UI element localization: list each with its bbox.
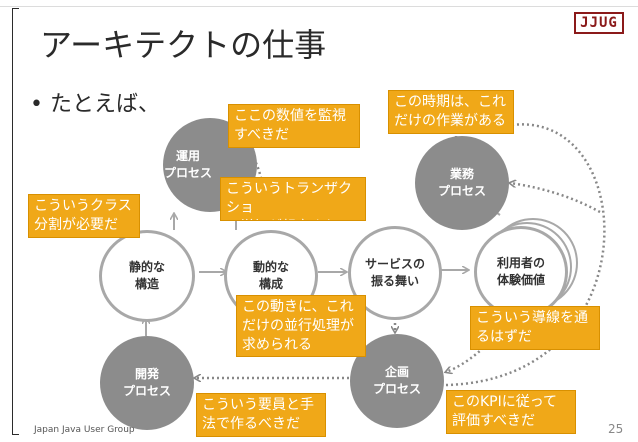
slide-title: アーキテクトの仕事 — [40, 26, 327, 64]
left-bracket — [12, 8, 19, 435]
arrow-loop-to-business — [445, 123, 606, 387]
bullet-text: • たとえば、 — [30, 92, 160, 117]
callout-transactions: こういうトランザクショ ン増加が想定される — [220, 177, 366, 221]
node-label: 開発 プロセス — [122, 367, 171, 398]
node-label: 業務 プロセス — [437, 167, 486, 198]
callout-class-split: こういうクラス 分割が必要だ — [28, 194, 140, 238]
footer-text: Japan Java User Group — [34, 425, 135, 435]
callout-timing: この時期は、これ だけの作業がある — [388, 90, 514, 134]
node-development: 開発 プロセス — [100, 336, 194, 430]
callout-kpi: このKPIに従って 評価すべきだ — [446, 390, 576, 434]
top-divider — [0, 6, 638, 7]
jjug-logo: JJUG — [574, 12, 624, 34]
node-label: 企画 プロセス — [372, 365, 421, 396]
node-business: 業務 プロセス — [415, 136, 509, 230]
node-label: 静的な 構造 — [128, 260, 165, 291]
node-label: 運用 プロセス — [163, 149, 212, 180]
callout-monitor: ここの数値を監視 すべきだ — [228, 104, 360, 148]
node-label: 動的な 構成 — [252, 260, 289, 291]
node-label: サービスの 振る舞い — [364, 257, 425, 288]
arrow-arc-to-business — [510, 183, 601, 214]
callout-parallel: この動きに、これ だけの並行処理が 求められる — [236, 295, 366, 357]
node-user-value: 利用者の 体験価値 — [474, 226, 568, 318]
callout-flow: こういう導線を通 るはずだ — [470, 306, 600, 350]
callout-requirements: こういう要員と手 法で作るべきだ — [196, 393, 326, 437]
node-static-structure: 静的な 構造 — [99, 230, 195, 322]
page-number: 25 — [608, 422, 624, 436]
node-label: 利用者の 体験価値 — [496, 256, 545, 287]
